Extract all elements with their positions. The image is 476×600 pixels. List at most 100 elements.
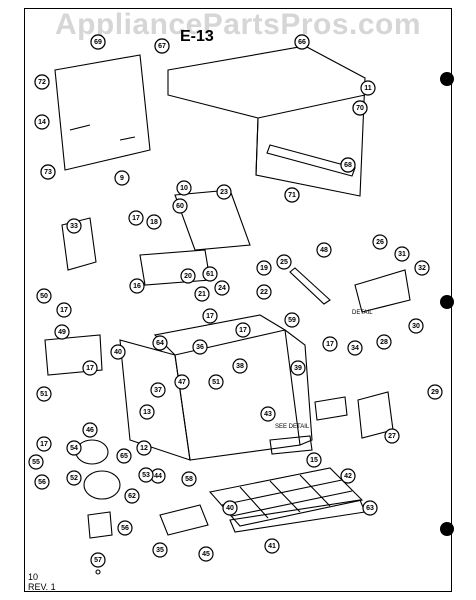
detail-label: DETAIL bbox=[352, 310, 373, 316]
svg-text:17: 17 bbox=[86, 365, 94, 372]
svg-text:37: 37 bbox=[154, 387, 162, 394]
callout-51: 51 bbox=[36, 386, 52, 402]
callout-17: 17 bbox=[36, 436, 52, 452]
callout-32: 32 bbox=[414, 260, 430, 276]
callout-67: 67 bbox=[154, 38, 170, 54]
callout-group: 1234567891011121314151617171717171717181… bbox=[28, 34, 443, 568]
callout-61: 61 bbox=[202, 266, 218, 282]
svg-text:55: 55 bbox=[32, 459, 40, 466]
svg-text:24: 24 bbox=[218, 285, 226, 292]
callout-31: 31 bbox=[394, 246, 410, 262]
callout-27: 27 bbox=[384, 428, 400, 444]
svg-text:56: 56 bbox=[38, 479, 46, 486]
callout-11: 11 bbox=[360, 80, 376, 96]
cabinet-wrapper bbox=[167, 45, 366, 197]
callout-30: 30 bbox=[408, 318, 424, 334]
svg-text:17: 17 bbox=[132, 215, 140, 222]
footer-revision: REV. 1 bbox=[28, 582, 56, 592]
svg-text:73: 73 bbox=[44, 169, 52, 176]
svg-text:17: 17 bbox=[206, 313, 214, 320]
callout-9: 9 bbox=[114, 170, 130, 186]
callout-59: 59 bbox=[284, 312, 300, 328]
punch-hole-middle bbox=[440, 295, 454, 309]
callout-33: 33 bbox=[66, 218, 82, 234]
svg-text:19: 19 bbox=[260, 265, 268, 272]
svg-text:11: 11 bbox=[364, 85, 372, 92]
callout-47: 47 bbox=[174, 374, 190, 390]
svg-text:31: 31 bbox=[398, 251, 406, 258]
svg-text:40: 40 bbox=[114, 349, 122, 356]
svg-text:57: 57 bbox=[94, 557, 102, 564]
svg-text:47: 47 bbox=[178, 379, 186, 386]
svg-text:44: 44 bbox=[154, 473, 162, 480]
callout-40: 40 bbox=[110, 344, 126, 360]
callout-48: 48 bbox=[316, 242, 332, 258]
callout-14: 14 bbox=[34, 114, 50, 130]
svg-text:13: 13 bbox=[143, 409, 151, 416]
callout-69: 69 bbox=[90, 34, 106, 50]
grid-shelf bbox=[208, 467, 364, 527]
see-detail-label: SEE DETAIL bbox=[275, 424, 310, 430]
lower-bracket bbox=[159, 504, 209, 536]
callout-53: 53 bbox=[138, 467, 154, 483]
base-plate bbox=[229, 499, 366, 533]
callout-64: 64 bbox=[152, 335, 168, 351]
callout-22: 22 bbox=[256, 284, 272, 300]
svg-text:42: 42 bbox=[344, 473, 352, 480]
callout-56: 56 bbox=[34, 474, 50, 490]
rail-part bbox=[266, 144, 356, 177]
callout-51: 51 bbox=[208, 374, 224, 390]
svg-text:12: 12 bbox=[140, 445, 148, 452]
svg-text:18: 18 bbox=[150, 219, 158, 226]
svg-text:15: 15 bbox=[310, 457, 318, 464]
tube-part bbox=[289, 267, 331, 305]
svg-text:16: 16 bbox=[133, 283, 141, 290]
callout-54: 54 bbox=[66, 440, 82, 456]
svg-text:29: 29 bbox=[431, 389, 439, 396]
svg-text:70: 70 bbox=[356, 105, 364, 112]
callout-63: 63 bbox=[362, 500, 378, 516]
callout-55: 55 bbox=[28, 454, 44, 470]
svg-text:20: 20 bbox=[184, 273, 192, 280]
callout-37: 37 bbox=[150, 382, 166, 398]
callout-43: 43 bbox=[260, 406, 276, 422]
svg-text:32: 32 bbox=[418, 265, 426, 272]
svg-text:49: 49 bbox=[58, 329, 66, 336]
callout-13: 13 bbox=[139, 404, 155, 420]
callout-45: 45 bbox=[198, 546, 214, 562]
svg-text:68: 68 bbox=[344, 162, 352, 169]
svg-text:17: 17 bbox=[40, 441, 48, 448]
callout-62: 62 bbox=[124, 488, 140, 504]
svg-text:67: 67 bbox=[158, 43, 166, 50]
svg-text:30: 30 bbox=[412, 323, 420, 330]
svg-text:28: 28 bbox=[380, 339, 388, 346]
callout-15: 15 bbox=[306, 452, 322, 468]
shelf-bracket bbox=[174, 189, 251, 251]
callout-68: 68 bbox=[340, 157, 356, 173]
callout-28: 28 bbox=[376, 334, 392, 350]
callout-66: 66 bbox=[294, 34, 310, 50]
svg-text:66: 66 bbox=[298, 39, 306, 46]
callout-34: 34 bbox=[347, 340, 363, 356]
svg-text:69: 69 bbox=[94, 39, 102, 46]
svg-text:71: 71 bbox=[288, 192, 296, 199]
svg-text:17: 17 bbox=[326, 341, 334, 348]
callout-17: 17 bbox=[322, 336, 338, 352]
callout-24: 24 bbox=[214, 280, 230, 296]
left-panel bbox=[44, 334, 103, 376]
svg-text:62: 62 bbox=[128, 493, 136, 500]
callout-29: 29 bbox=[427, 384, 443, 400]
svg-text:64: 64 bbox=[156, 340, 164, 347]
svg-text:27: 27 bbox=[388, 433, 396, 440]
callout-56: 56 bbox=[117, 520, 133, 536]
svg-text:58: 58 bbox=[185, 476, 193, 483]
svg-text:41: 41 bbox=[268, 543, 276, 550]
svg-text:63: 63 bbox=[366, 505, 374, 512]
punch-hole-top bbox=[440, 72, 454, 86]
punch-hole-bottom bbox=[440, 522, 454, 536]
svg-text:52: 52 bbox=[70, 475, 78, 482]
svg-text:59: 59 bbox=[288, 317, 296, 324]
footer-page-number: 10 bbox=[28, 572, 39, 582]
callout-49: 49 bbox=[54, 324, 70, 340]
